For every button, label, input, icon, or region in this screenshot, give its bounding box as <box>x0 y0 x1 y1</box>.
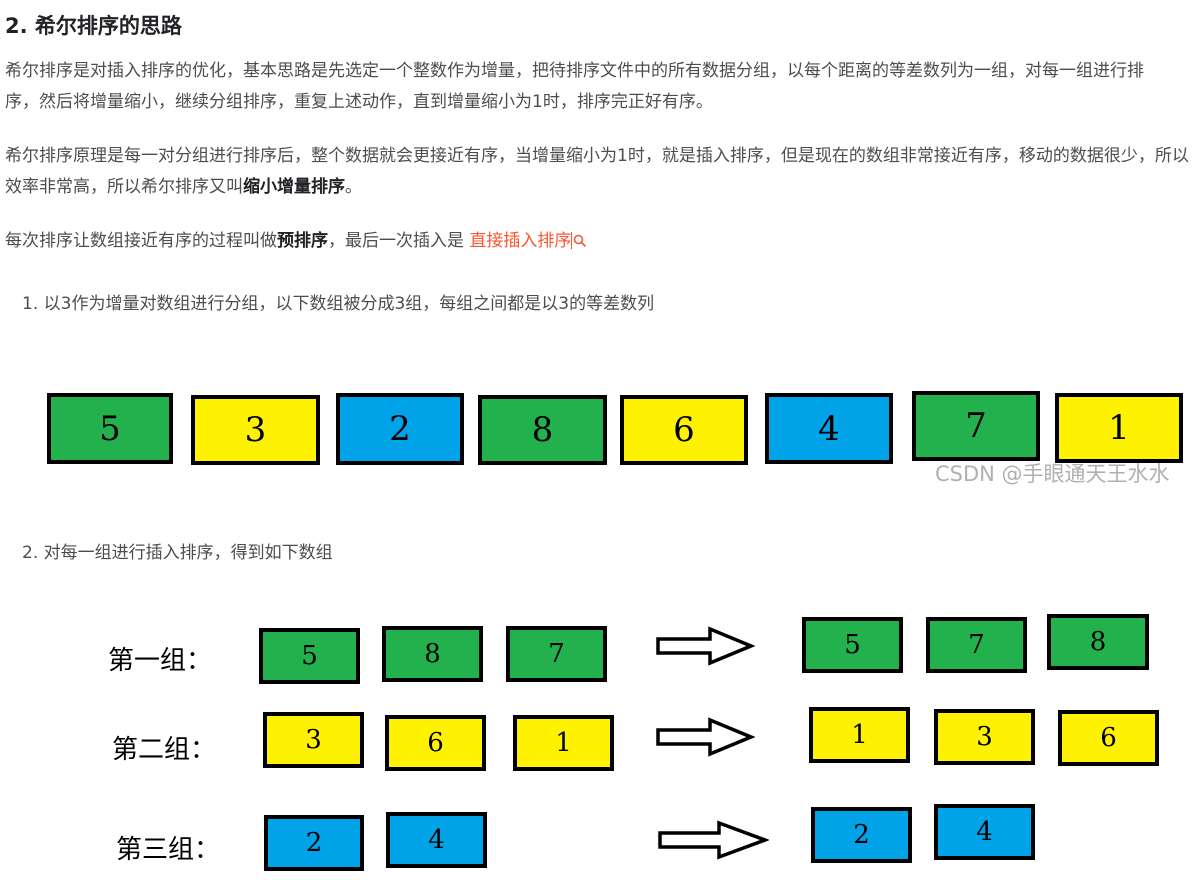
group-3-before-2: 4 <box>386 812 487 868</box>
search-icon[interactable] <box>573 228 587 259</box>
group-2-after-3: 6 <box>1058 710 1159 766</box>
array-box-3: 2 <box>336 393 464 465</box>
bold-term-presort: 预排序 <box>277 231 328 251</box>
array-box-7: 7 <box>912 391 1040 461</box>
group-1-after-1: 5 <box>802 617 903 673</box>
group-1-before-1: 5 <box>259 628 360 684</box>
array-box-8: 1 <box>1055 393 1183 463</box>
section-heading: 2. 希尔排序的思路 <box>5 14 182 38</box>
paragraph-principle: 希尔排序原理是每一对分组进行排序后，整个数据就会更接近有序，当增量缩小为1时，就… <box>5 141 1195 203</box>
paragraph-principle-end: 。 <box>345 177 362 197</box>
group-3-arrow-icon <box>658 820 769 860</box>
paragraph-presort-text: 每次排序让数组接近有序的过程叫做 <box>5 231 277 251</box>
group-2-before-2: 6 <box>385 715 486 771</box>
array-box-4: 8 <box>478 395 607 465</box>
step-1-text: 1. 以3作为增量对数组进行分组，以下数组被分成3组，每组之间都是以3的等差数列 <box>22 294 655 314</box>
paragraph-presort: 每次排序让数组接近有序的过程叫做预排序，最后一次插入是 直接插入排序 <box>5 226 1175 259</box>
group-2-before-1: 3 <box>263 712 364 768</box>
group-3-after-2: 4 <box>934 804 1035 860</box>
bold-term-diminishing-increment: 缩小增量排序 <box>243 177 345 197</box>
group-1-before-3: 7 <box>506 626 607 682</box>
paragraph-principle-text: 希尔排序原理是每一对分组进行排序后，整个数据就会更接近有序，当增量缩小为1时，就… <box>5 146 1189 197</box>
step-2-text: 2. 对每一组进行插入排序，得到如下数组 <box>22 543 333 563</box>
group-2-before-3: 1 <box>513 715 614 771</box>
array-box-2: 3 <box>191 395 320 465</box>
text-cursor <box>571 232 573 249</box>
group-1-after-2: 7 <box>926 617 1027 673</box>
paragraph-presort-mid: ，最后一次插入是 <box>328 231 470 251</box>
insertion-sort-link[interactable]: 直接插入排序 <box>469 231 572 251</box>
group-2-after-2: 3 <box>934 709 1035 765</box>
array-box-5: 6 <box>620 395 748 465</box>
group-1-before-2: 8 <box>382 626 483 682</box>
paragraph-intro: 希尔排序是对插入排序的优化，基本思路是先选定一个整数作为增量，把待排序文件中的所… <box>5 61 1144 112</box>
group-1-after-3: 8 <box>1047 614 1149 670</box>
group-3-label: 第三组： <box>116 835 221 865</box>
group-1-arrow-icon <box>656 626 755 666</box>
group-2-label: 第二组： <box>112 735 217 765</box>
array-box-1: 5 <box>47 393 173 464</box>
group-2-after-1: 1 <box>809 707 910 763</box>
csdn-watermark: CSDN @手眼通天王水水 <box>935 462 1170 486</box>
group-1-label: 第一组： <box>108 646 213 676</box>
group-2-arrow-icon <box>656 717 755 757</box>
array-box-6: 4 <box>765 393 893 464</box>
group-3-before-1: 2 <box>264 815 364 871</box>
group-3-after-1: 2 <box>811 807 912 863</box>
